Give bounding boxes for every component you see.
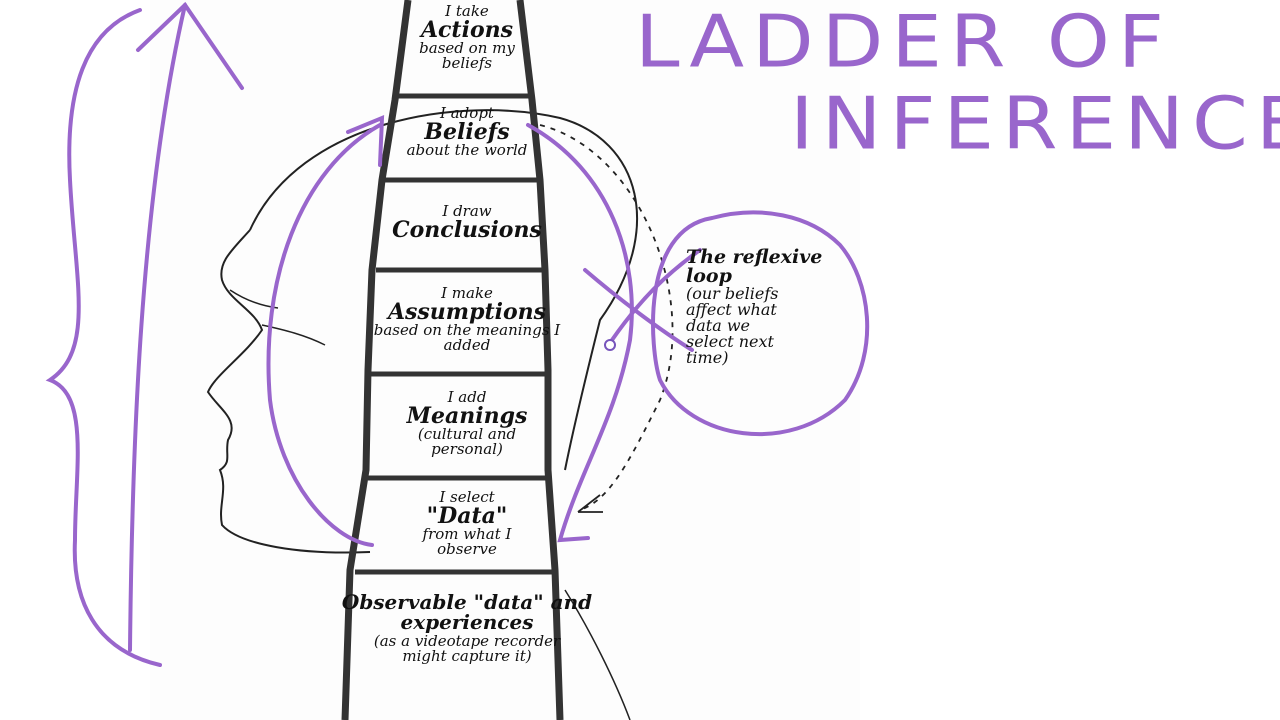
- rung-actions-pre: I take: [445, 2, 489, 20]
- rung-meanings-pre: I add: [447, 388, 487, 406]
- rung-assumptions: I make Assumptions based on the meanings…: [352, 286, 582, 353]
- rung-data-post: from what I observe: [422, 525, 512, 558]
- rung-conclusions-pre: I draw: [442, 202, 492, 220]
- loop-note-body: (our beliefs affect what data we select …: [686, 284, 779, 367]
- neck-line: [564, 589, 631, 720]
- cursor-dot: [604, 339, 616, 351]
- marker-annotations: [45, 1, 870, 667]
- rung-data-pre: I select: [439, 488, 495, 506]
- reflexive-loop-arrow: [539, 124, 674, 511]
- rung-beliefs-pre: I adopt: [440, 104, 494, 122]
- ladder-highlight-left: [266, 123, 382, 547]
- rung-meanings: I add Meanings (cultural and personal): [352, 390, 582, 457]
- rung-data: I select "Data" from what I observe: [352, 490, 582, 557]
- rung-beliefs: I adopt Beliefs about the world: [352, 106, 582, 158]
- rung-assumptions-main: Assumptions: [387, 299, 547, 325]
- ladder-rungs: [355, 93, 555, 575]
- ladder-highlight-left-tip: [346, 114, 385, 167]
- loop-note-circle: [651, 210, 870, 437]
- rung-beliefs-post: about the world: [406, 141, 528, 159]
- up-arrow-head: [136, 1, 244, 90]
- reflexive-arrowhead: [577, 494, 603, 513]
- rung-data-main: "Data": [426, 503, 508, 529]
- rung-observable: Observable "data" and experiences (as a …: [332, 592, 602, 664]
- rung-meanings-post: (cultural and personal): [417, 425, 517, 458]
- reflexive-loop-note: The reflexive loop (our beliefs affect w…: [686, 248, 856, 366]
- rung-beliefs-main: Beliefs: [424, 119, 510, 145]
- ladder-highlight-right: [526, 123, 634, 543]
- pointer-stroke-b: [610, 248, 702, 342]
- left-curly-brace: [45, 8, 162, 667]
- rung-conclusions-main: Conclusions: [392, 217, 542, 243]
- head-outline: [249, 109, 638, 471]
- pointer-stroke-a: [583, 268, 694, 352]
- rung-observable-post: (as a videotape recorder might capture i…: [373, 632, 561, 665]
- up-arrow-shaft: [128, 3, 187, 652]
- rung-actions-main: Actions: [420, 17, 514, 43]
- rung-actions-post: based on my beliefs: [419, 39, 515, 72]
- ladder-left-rail: [341, 0, 412, 720]
- face-profile: [206, 229, 371, 554]
- rung-assumptions-post: based on the meanings I added: [373, 321, 561, 354]
- rung-conclusions: I draw Conclusions: [352, 202, 582, 243]
- rung-observable-main: Observable "data" and experiences: [341, 590, 593, 634]
- rung-actions: I take Actions based on my beliefs: [352, 4, 582, 71]
- title-ladder-of: LADDER OF: [635, 0, 1172, 84]
- ladder-right-rail: [516, 0, 564, 720]
- rung-assumptions-pre: I make: [441, 284, 493, 302]
- title-inference: INFERENCE: [790, 82, 1280, 166]
- loop-note-heading: The reflexive loop: [686, 246, 823, 287]
- rung-meanings-main: Meanings: [406, 403, 528, 429]
